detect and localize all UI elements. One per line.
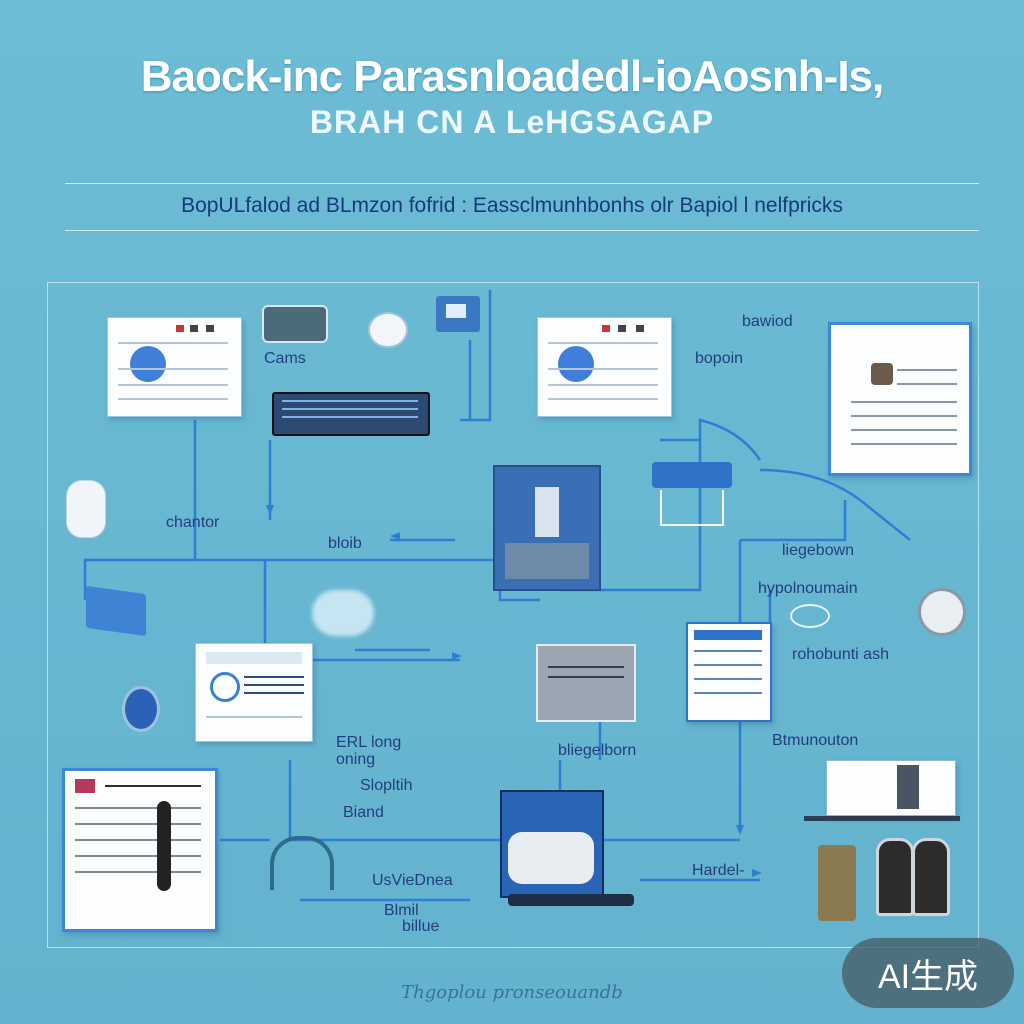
label-btmunolin: Btmunouton — [772, 732, 859, 749]
microphone-icon — [157, 801, 171, 891]
lens-icon — [790, 604, 830, 628]
label-liegebown: liegebown — [782, 542, 855, 559]
ai-generated-badge: AI生成 — [842, 938, 1014, 1008]
footer-signature: Thgoplou pronseouandb — [401, 982, 623, 1003]
document-panel-left[interactable] — [62, 768, 218, 932]
monitor-card-left[interactable] — [107, 317, 242, 417]
document-panel-right[interactable] — [828, 322, 972, 476]
label-chantor: chantor — [166, 514, 220, 531]
speaker-icon[interactable] — [912, 838, 950, 916]
page-subtitle: BRAH CN A LeHGSAGAP — [309, 104, 715, 140]
label-billue: billue — [402, 918, 440, 935]
card-status-dot — [176, 325, 184, 332]
printer-icon[interactable] — [536, 644, 636, 722]
label-erl-long: ERL long — [336, 734, 402, 751]
label-cams: Cams — [264, 350, 306, 367]
label-bliegelborn: bliegelborn — [558, 742, 637, 759]
clock-icon[interactable] — [918, 588, 966, 636]
divider-top — [65, 183, 979, 184]
circle-icon — [558, 346, 594, 382]
bottle-icon[interactable] — [818, 845, 856, 921]
label-hardel: Hardel- — [692, 862, 745, 879]
mouse-icon[interactable] — [66, 480, 106, 538]
circle-icon — [130, 346, 166, 382]
scanner-machine-icon[interactable] — [500, 790, 604, 898]
monitor-card-middle[interactable] — [537, 317, 672, 417]
label-bloib: bloib — [328, 535, 362, 552]
cloud-icon — [312, 590, 374, 636]
monitor-bar-icon[interactable] — [826, 760, 956, 816]
tagline: BopULfalod ad BLmzon fofrid : Eassclmunh… — [181, 194, 843, 217]
label-blmil: Blmil — [384, 902, 419, 919]
diagram-frame — [47, 282, 979, 948]
label-usvie: UsVieDnea — [372, 872, 453, 889]
label-sloptih: Slopltih — [360, 777, 413, 794]
central-machine-icon[interactable] — [493, 465, 601, 591]
camera-icon[interactable] — [262, 305, 328, 343]
tablet-icon[interactable] — [686, 622, 772, 722]
circle-icon — [210, 672, 240, 702]
label-hypolmunmain: hypolnoumain — [758, 580, 858, 597]
label-oning: oning — [336, 751, 376, 768]
label-bawiod: bawiod — [742, 313, 793, 330]
headset-icon[interactable] — [270, 836, 334, 890]
server-rack-icon[interactable] — [272, 392, 430, 436]
control-panel-card[interactable] — [195, 643, 313, 742]
label-bopoin: bopoin — [695, 350, 744, 367]
page-title: Baock-inc Parasnloadedl-ioAosnh-Is, — [140, 52, 885, 101]
label-biand: Biand — [343, 804, 384, 821]
speaker-icon[interactable] — [876, 838, 914, 916]
laptop-icon[interactable] — [86, 585, 146, 637]
sensor-icon[interactable] — [368, 312, 408, 348]
router-icon[interactable] — [436, 296, 480, 332]
info-icon[interactable] — [122, 686, 160, 732]
avatar — [871, 363, 893, 385]
divider-bottom — [65, 230, 979, 231]
robot-arm-icon[interactable] — [652, 462, 732, 488]
label-rohobuti: rohobunti ash — [792, 646, 889, 663]
